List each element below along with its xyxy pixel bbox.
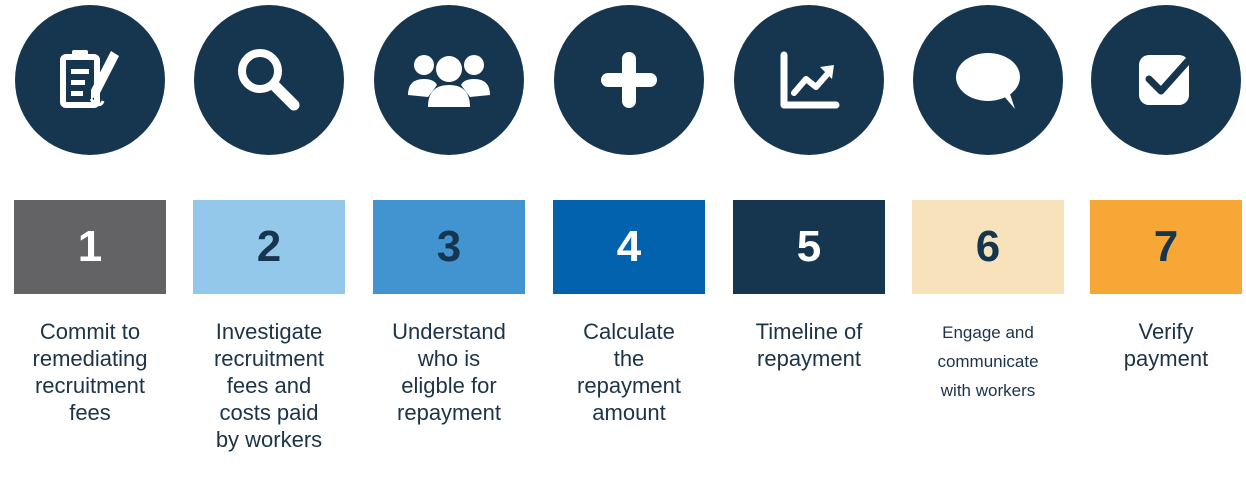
checkbox-icon xyxy=(1139,49,1199,105)
step-4: 4 Calculate the repayment amount xyxy=(539,0,719,477)
step-1-label: Commit to remediating recruitment fees xyxy=(32,319,148,425)
chart-trend-icon xyxy=(780,51,840,109)
step-3-label: Understand who is eligble for repayment xyxy=(392,319,506,425)
step-5: 5 Timeline of repayment xyxy=(719,0,899,477)
clipboard-pen-icon xyxy=(60,50,119,108)
step-1: 1 Commit to remediating recruitment fees xyxy=(0,0,180,477)
step-7-number-box: 7 xyxy=(1090,200,1242,294)
step-6-icon-circle xyxy=(913,5,1063,155)
speech-bubble-icon xyxy=(956,53,1020,109)
step-6-number-box: 6 xyxy=(912,200,1064,294)
step-2-label: Investigate recruitment fees and costs p… xyxy=(213,319,325,452)
step-7-icon-circle xyxy=(1091,5,1241,155)
step-7: 7 Verify payment xyxy=(1076,0,1246,477)
step-4-label: Calculate the repayment amount xyxy=(577,319,681,425)
step-1-icon-circle xyxy=(15,5,165,155)
step-2: 2 Investigate recruitment fees and costs… xyxy=(179,0,359,477)
step-2-icon-circle xyxy=(194,5,344,155)
step-1-number-box: 1 xyxy=(14,200,166,294)
step-3-icon-circle xyxy=(374,5,524,155)
step-5-number-box: 5 xyxy=(733,200,885,294)
plus-icon xyxy=(601,52,657,108)
step-5-label: Timeline of repayment xyxy=(755,319,863,371)
people-group-icon xyxy=(408,55,490,107)
step-4-number-box: 4 xyxy=(553,200,705,294)
step-4-icon-circle xyxy=(554,5,704,155)
step-6: 6 Engage and communicate with workers xyxy=(898,0,1078,477)
step-3: 3 Understand who is eligble for repaymen… xyxy=(359,0,539,477)
step-6-label: Engage and communicate with workers xyxy=(937,323,1039,400)
magnifier-icon xyxy=(238,49,300,111)
step-2-number-box: 2 xyxy=(193,200,345,294)
step-5-icon-circle xyxy=(734,5,884,155)
step-7-label: Verify payment xyxy=(1123,319,1209,371)
step-3-number-box: 3 xyxy=(373,200,525,294)
